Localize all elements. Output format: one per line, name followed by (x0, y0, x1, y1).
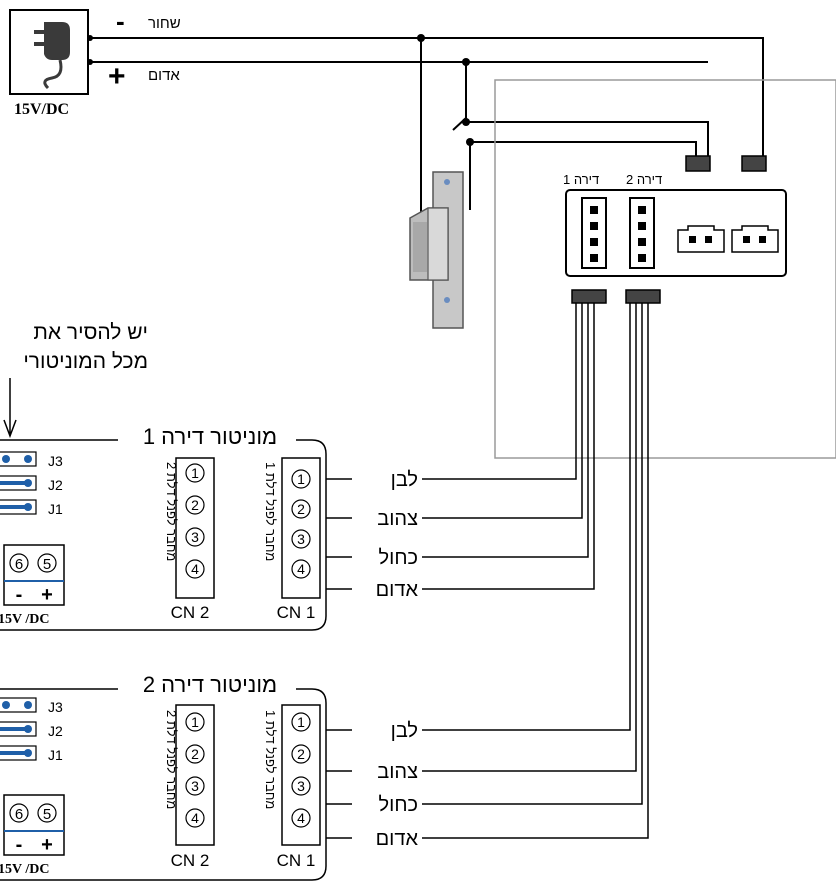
svg-text:3: 3 (297, 531, 305, 547)
monitor-2-title: מוניטור דירה 2 (143, 672, 277, 697)
jumper-note-line1: יש להסיר את (33, 321, 148, 344)
cable-bundle-apt2 (422, 303, 649, 839)
svg-text:2: 2 (191, 746, 199, 762)
minus-sign: - (116, 6, 125, 36)
panel-apt1-label: דירה 1 (563, 172, 599, 187)
monitor-1-cn2: 1 2 3 4 מחבר לפנל דלת 2 CN 2 (164, 457, 215, 622)
panel-connector-lock (731, 225, 779, 253)
svg-text:4: 4 (297, 810, 305, 826)
wire-red-label: אדום (148, 67, 180, 84)
plus-sign: + (108, 60, 126, 93)
door-strike-lock (409, 171, 464, 329)
jumper-note: יש להסיר את מכל המוניטורי (3, 321, 148, 439)
monitor-2-cn1: 1 2 3 4 מחבר לפנל דלת 1 CN 1 (263, 704, 321, 870)
power-supply: 15V/DC (9, 9, 89, 118)
wire-junctions (87, 34, 474, 146)
cable-plugs (571, 289, 661, 304)
jumper-j3-label: J3 (48, 453, 63, 469)
svg-text:5: 5 (43, 556, 51, 573)
panel-top-plugs (685, 155, 767, 172)
monitor-1-title: מוניטור דירה 1 (143, 424, 277, 449)
svg-text:1: 1 (191, 465, 199, 481)
svg-text:J3: J3 (48, 699, 63, 715)
monitor-2-outline (0, 688, 327, 881)
monitor-1-wire-white: לבן (391, 469, 418, 491)
svg-text:1: 1 (297, 714, 305, 730)
monitor-1-cn2-label: CN 2 (171, 603, 210, 622)
monitor-2-wire-yellow: צהוב (377, 761, 418, 783)
panel-board-outline (565, 189, 787, 277)
svg-text:3: 3 (191, 778, 199, 794)
monitor-2-wire-white: לבן (391, 720, 418, 742)
svg-text:6: 6 (15, 556, 23, 573)
panel-connector-power (677, 225, 725, 253)
monitor-2-jumpers: J3 J2 J1 (0, 697, 63, 763)
entry-panel-outline (494, 79, 836, 459)
panel-apt2-label: דירה 2 (626, 172, 662, 187)
power-label: 15V/DC (14, 101, 69, 118)
monitor-1-wire-red: אדום (376, 579, 419, 601)
svg-text:4: 4 (191, 561, 199, 577)
wire-black-label: שחור (148, 15, 181, 32)
svg-text:-: - (16, 834, 23, 856)
svg-text:1: 1 (297, 471, 305, 487)
monitor-2-wire-red: אדום (376, 828, 419, 850)
monitor-1: מוניטור דירה 1 J3 J2 J1 6 5 - + 15V /DC (0, 424, 419, 631)
svg-text:4: 4 (297, 561, 305, 577)
svg-text:2: 2 (297, 746, 305, 762)
monitor-1-outline (0, 439, 327, 631)
monitor-2-cn1-vertical: מחבר לפנל דלת 1 (263, 710, 278, 809)
monitor-2-cn2-label: CN 2 (171, 851, 210, 870)
panel-connector-apt1 (581, 197, 607, 269)
red-wire-panel (466, 121, 709, 158)
monitor-1-jumpers: J3 J2 J1 (0, 451, 63, 517)
svg-text:2: 2 (297, 501, 305, 517)
svg-text:1: 1 (191, 714, 199, 730)
monitor-1-power-label: 15V /DC (0, 612, 49, 627)
jumper-arrow-icon (3, 378, 17, 439)
monitor-2-wire-blue: כחול (379, 794, 418, 816)
monitor-1-cn2-vertical: מחבר לפנל דלת 2 (164, 462, 179, 561)
jumper-j2-label: J2 (48, 477, 63, 493)
monitor-1-wire-yellow: צהוב (377, 508, 418, 530)
panel-connector-apt2 (629, 197, 655, 269)
svg-text:3: 3 (191, 529, 199, 545)
black-wire (90, 37, 764, 158)
svg-text:2: 2 (191, 497, 199, 513)
monitor-1-cn1-vertical: מחבר לפנל דלת 1 (263, 462, 278, 561)
monitor-2-cn2: 1 2 3 4 מחבר לפנל דלת 2 CN 2 (164, 704, 215, 870)
svg-text:4: 4 (191, 810, 199, 826)
monitor-2: מוניטור דירה 2 J3 J2 J1 6 5 - + 15V /DC (0, 672, 419, 881)
door-wire (470, 141, 697, 158)
jumper-j1-label: J1 (48, 501, 63, 517)
cable-bundle-apt1 (422, 303, 595, 590)
svg-text:+: + (41, 834, 53, 856)
jumper-note-line2: מכל המוניטורי (23, 350, 148, 373)
svg-text:-: - (16, 584, 23, 606)
monitor-1-power-terminal: 6 5 - + 15V /DC (0, 544, 65, 627)
power-wires (90, 37, 764, 215)
svg-text:5: 5 (43, 806, 51, 823)
monitor-1-cn1-label: CN 1 (277, 603, 316, 622)
monitor-1-cn1: 1 2 3 4 מחבר לפנל דלת 1 CN 1 (263, 457, 321, 622)
adapter-plug-icon (34, 22, 70, 90)
svg-text:3: 3 (297, 778, 305, 794)
monitor-2-power-terminal: 6 5 - + 15V /DC (0, 794, 65, 877)
svg-text:6: 6 (15, 806, 23, 823)
svg-text:J2: J2 (48, 723, 63, 739)
panel-board: דירה 1 דירה 2 (563, 172, 787, 277)
monitor-2-power-label: 15V /DC (0, 862, 49, 877)
monitor-2-cn1-label: CN 1 (277, 851, 316, 870)
svg-text:+: + (41, 584, 53, 606)
svg-text:J1: J1 (48, 747, 63, 763)
monitor-1-wire-blue: כחול (379, 547, 418, 569)
monitor-2-cn2-vertical: מחבר לפנל דלת 2 (164, 710, 179, 809)
